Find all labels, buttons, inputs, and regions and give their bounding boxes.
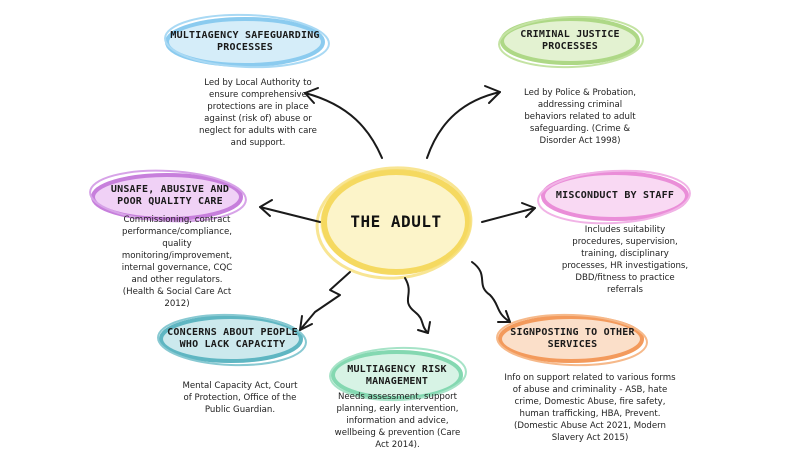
desc-line: Mental Capacity Act, Court <box>182 381 298 391</box>
desc-line: Needs assessment, support <box>337 392 458 402</box>
node-desc-multiagency-safeguarding: Led by Local Authority to ensure compreh… <box>178 77 338 149</box>
desc-line: safeguarding. (Crime & <box>529 124 631 134</box>
node-title-unsafe-abusive: UNSAFE, ABUSIVE AND POOR QUALITY CARE <box>90 184 250 208</box>
desc-line: neglect for adults with care <box>199 126 317 136</box>
node-title-line: CONCERNS ABOUT PEOPLE <box>167 327 298 338</box>
desc-line: 2012) <box>164 299 190 309</box>
arrow-to-signposting <box>471 261 511 323</box>
desc-line: Disorder Act 1998) <box>539 136 621 146</box>
node-title-line: CRIMINAL JUSTICE <box>520 29 620 40</box>
desc-line: wellbeing & prevention (Care <box>334 428 461 438</box>
arrow-to-misconduct-staff <box>481 202 536 223</box>
desc-line: planning, early intervention, <box>336 404 459 414</box>
desc-line: protections are in place <box>207 102 309 112</box>
desc-line: DBD/fitness to practice <box>575 273 675 283</box>
node-desc-criminal-justice: Led by Police & Probation, addressing cr… <box>505 87 655 147</box>
node-blob-signposting <box>496 313 648 367</box>
node-title-multiagency-safeguarding: MULTIAGENCY SAFEGUARDING PROCESSES <box>160 30 330 54</box>
desc-line: human trafficking, HBA, Prevent. <box>519 409 661 419</box>
node-title-line: UNSAFE, ABUSIVE AND <box>110 184 230 195</box>
node-desc-unsafe-abusive: Commissioning, contract performance/comp… <box>102 214 252 310</box>
node-desc-concerns-capacity: Mental Capacity Act, Court of Protection… <box>160 380 320 416</box>
desc-line: (Health & Social Care Act <box>122 287 232 297</box>
desc-line: Led by Police & Probation, <box>523 88 637 98</box>
desc-line: performance/compliance, <box>122 227 232 237</box>
node-desc-multiagency-risk: Needs assessment, support planning, earl… <box>320 391 475 451</box>
node-blob-multiagency-safeguarding <box>164 13 330 69</box>
desc-line: processes, HR investigations, <box>561 261 689 271</box>
node-blob-criminal-justice <box>498 15 644 69</box>
node-blob-unsafe-abusive <box>89 169 247 223</box>
desc-line: monitoring/improvement, <box>121 251 233 261</box>
desc-line: Includes suitability <box>584 225 666 235</box>
desc-line: training, disciplinary <box>581 249 669 259</box>
desc-line: Led by Local Authority to <box>204 78 312 88</box>
arrow-to-criminal-justice <box>426 85 501 159</box>
node-title-line: PROCESSES <box>217 42 273 53</box>
node-title-signposting: SIGNPOSTING TO OTHER SERVICES <box>500 327 645 351</box>
node-blob-multiagency-risk <box>329 346 467 402</box>
node-title-line: MISCONDUCT BY STAFF <box>555 190 675 201</box>
desc-line: Public Guardian. <box>204 405 276 415</box>
center-node <box>315 166 473 280</box>
node-title-line: POOR QUALITY CARE <box>117 196 223 207</box>
center-label: THE ADULT <box>350 212 442 231</box>
node-title-line: PROCESSES <box>542 41 598 52</box>
desc-line: (Domestic Abuse Act 2021, Modern <box>514 421 666 431</box>
desc-line: quality <box>162 239 192 249</box>
desc-line: procedures, supervision, <box>572 237 678 247</box>
desc-line: internal governance, CQC <box>121 263 233 273</box>
arrow-to-multiagency-risk <box>404 277 431 334</box>
node-title-criminal-justice: CRIMINAL JUSTICE PROCESSES <box>500 29 640 53</box>
desc-line: behaviors related to adult <box>524 112 636 122</box>
node-blob-misconduct-staff <box>537 169 691 225</box>
arrow-to-multiagency-safeguarding <box>304 87 383 159</box>
node-desc-signposting: Info on support related to various forms… <box>490 372 690 444</box>
desc-line: of abuse and criminality - ASB, hate <box>512 385 668 395</box>
desc-line: addressing criminal <box>537 100 623 110</box>
node-blob-concerns-capacity <box>157 313 307 367</box>
desc-line: Commissioning, contract <box>123 215 231 225</box>
desc-line: and other regulators. <box>131 275 223 285</box>
node-title-multiagency-risk: MULTIAGENCY RISK MANAGEMENT <box>337 364 457 388</box>
arrow-to-concerns-capacity <box>299 271 351 331</box>
node-title-line: WHO LACK CAPACITY <box>179 339 286 350</box>
node-title-line: SERVICES <box>547 339 598 350</box>
desc-line: of Protection, Office of the <box>183 393 297 403</box>
arrow-to-unsafe-abusive <box>259 199 321 223</box>
node-title-line: MULTIAGENCY RISK <box>347 364 447 375</box>
desc-line: Slavery Act 2015) <box>551 433 629 443</box>
node-desc-misconduct-staff: Includes suitability procedures, supervi… <box>545 224 705 296</box>
desc-line: ensure comprehensive <box>209 90 307 100</box>
desc-line: information and advice, <box>346 416 449 426</box>
desc-line: Info on support related to various forms <box>504 373 676 383</box>
desc-line: against (risk of) abuse or <box>204 114 312 124</box>
desc-line: Act 2014). <box>375 440 420 450</box>
node-title-line: MULTIAGENCY SAFEGUARDING <box>170 30 320 41</box>
node-title-line: SIGNPOSTING TO OTHER <box>510 327 635 338</box>
desc-line: crime, Domestic Abuse, fire safety, <box>514 397 666 407</box>
desc-line: referrals <box>607 285 643 295</box>
desc-line: and support. <box>230 138 286 148</box>
node-title-concerns-capacity: CONCERNS ABOUT PEOPLE WHO LACK CAPACITY <box>160 327 305 351</box>
node-title-misconduct-staff: MISCONDUCT BY STAFF <box>545 190 685 202</box>
node-title-line: MANAGEMENT <box>365 376 429 387</box>
